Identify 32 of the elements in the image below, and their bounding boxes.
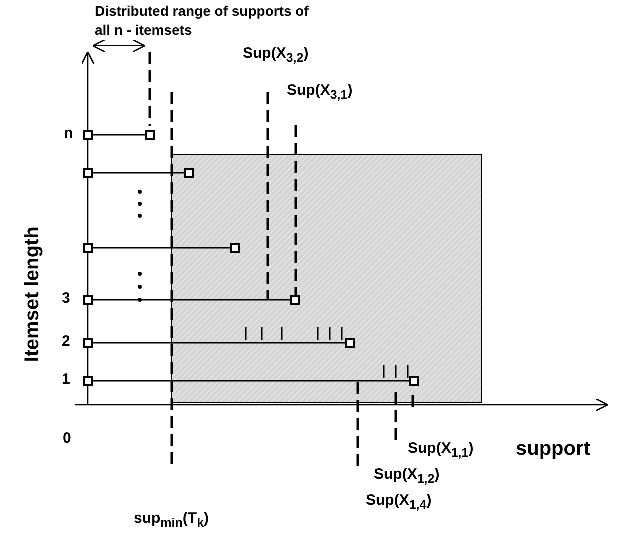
connector-line <box>93 247 230 249</box>
marker-label: sup$_{min}$(T$_{k}$) <box>134 510 210 530</box>
axis-tick-label: 1 <box>62 371 70 388</box>
marker-label: Sup(X$_{1,2}$) <box>374 466 440 486</box>
square-marker <box>83 376 93 386</box>
connector-line <box>93 342 345 344</box>
square-marker <box>83 168 93 178</box>
square-marker <box>145 130 155 140</box>
square-marker <box>83 130 93 140</box>
connector-line <box>93 172 184 174</box>
square-marker <box>83 295 93 305</box>
square-marker <box>83 338 93 348</box>
square-marker <box>83 243 93 253</box>
axis-tick-label: 3 <box>62 290 70 307</box>
square-marker <box>345 338 355 348</box>
axis-title: support <box>516 438 590 461</box>
connector-line <box>93 299 290 301</box>
axis-title: Itemset length <box>21 226 44 362</box>
range-caption: Distributed range of supports of all n - itemsets <box>95 2 310 40</box>
square-marker <box>230 243 240 253</box>
marker-label: Sup(X$_{3,1}$) <box>287 82 353 102</box>
connector-line <box>93 380 409 382</box>
axis-tick-label: 2 <box>62 333 70 350</box>
marker-label: Sup(X$_{1,1}$) <box>408 440 474 460</box>
axis-tick-label: 0 <box>63 430 72 447</box>
square-marker <box>409 376 419 386</box>
marker-label: Sup(X$_{1,4}$) <box>366 492 432 512</box>
marker-label: Sup(X$_{3,2}$) <box>243 45 309 65</box>
connector-line <box>93 134 145 136</box>
square-marker <box>184 168 194 178</box>
square-marker <box>290 295 300 305</box>
axis-tick-label: n <box>64 125 74 142</box>
